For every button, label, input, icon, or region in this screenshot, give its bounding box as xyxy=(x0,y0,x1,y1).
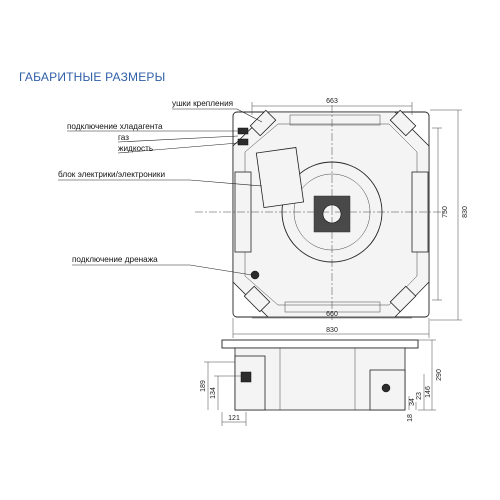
dim-side-23: 23 xyxy=(416,392,423,400)
electrics-box xyxy=(255,147,305,208)
dim-left-189: 189 xyxy=(200,380,207,392)
side-view xyxy=(221,339,419,411)
refrigerant-fitting-liquid xyxy=(237,138,249,146)
dim-right-inner: 750 xyxy=(442,206,449,218)
bottom-louvre xyxy=(284,301,381,313)
label-refrigerant: подключение хладагента xyxy=(67,122,163,131)
dim-side-146: 146 xyxy=(425,386,432,398)
top-view xyxy=(195,105,445,320)
dim-right-outer: 830 xyxy=(462,206,469,218)
side-view-dimensions: 290 146 34 23 18 189 134 121 xyxy=(200,339,443,426)
side-view-left-box xyxy=(234,355,266,411)
label-electrics: блок электрики/электроники xyxy=(58,170,165,179)
side-view-refrigerant-port xyxy=(240,371,252,383)
side-view-panel xyxy=(221,339,419,349)
corner-lug-bottom-left xyxy=(243,285,271,313)
side-view-drain-port xyxy=(381,383,391,393)
label-gas: газ xyxy=(118,133,129,142)
corner-lug-top-right xyxy=(389,109,417,137)
label-mounting-lugs: ушки крепления xyxy=(172,99,233,108)
dim-top-width: 663 xyxy=(326,98,338,105)
top-view-dimensions: 663 750 830 660 830 xyxy=(232,98,469,338)
label-drainage: подключение дренажа xyxy=(72,255,158,264)
drain-connection xyxy=(250,270,260,280)
page-title: ГАБАРИТНЫЕ РАЗМЕРЫ xyxy=(19,70,166,84)
refrigerant-fitting-gas xyxy=(237,127,249,135)
callouts: ушки крепления подключение хладагента га… xyxy=(58,99,263,276)
dim-bottom-inner: 660 xyxy=(326,311,338,318)
dim-side-height: 290 xyxy=(436,369,443,381)
dim-side-18: 18 xyxy=(407,414,414,422)
dim-bottom-outer: 830 xyxy=(326,327,338,334)
dim-bottom-121: 121 xyxy=(228,415,240,422)
dim-side-34: 34 xyxy=(409,398,416,406)
corner-lug-bottom-right xyxy=(389,285,417,313)
label-liquid: жидкость xyxy=(118,144,153,153)
dim-left-134: 134 xyxy=(210,387,217,399)
corner-lug-top-left xyxy=(249,109,277,137)
top-louvre xyxy=(289,114,381,126)
